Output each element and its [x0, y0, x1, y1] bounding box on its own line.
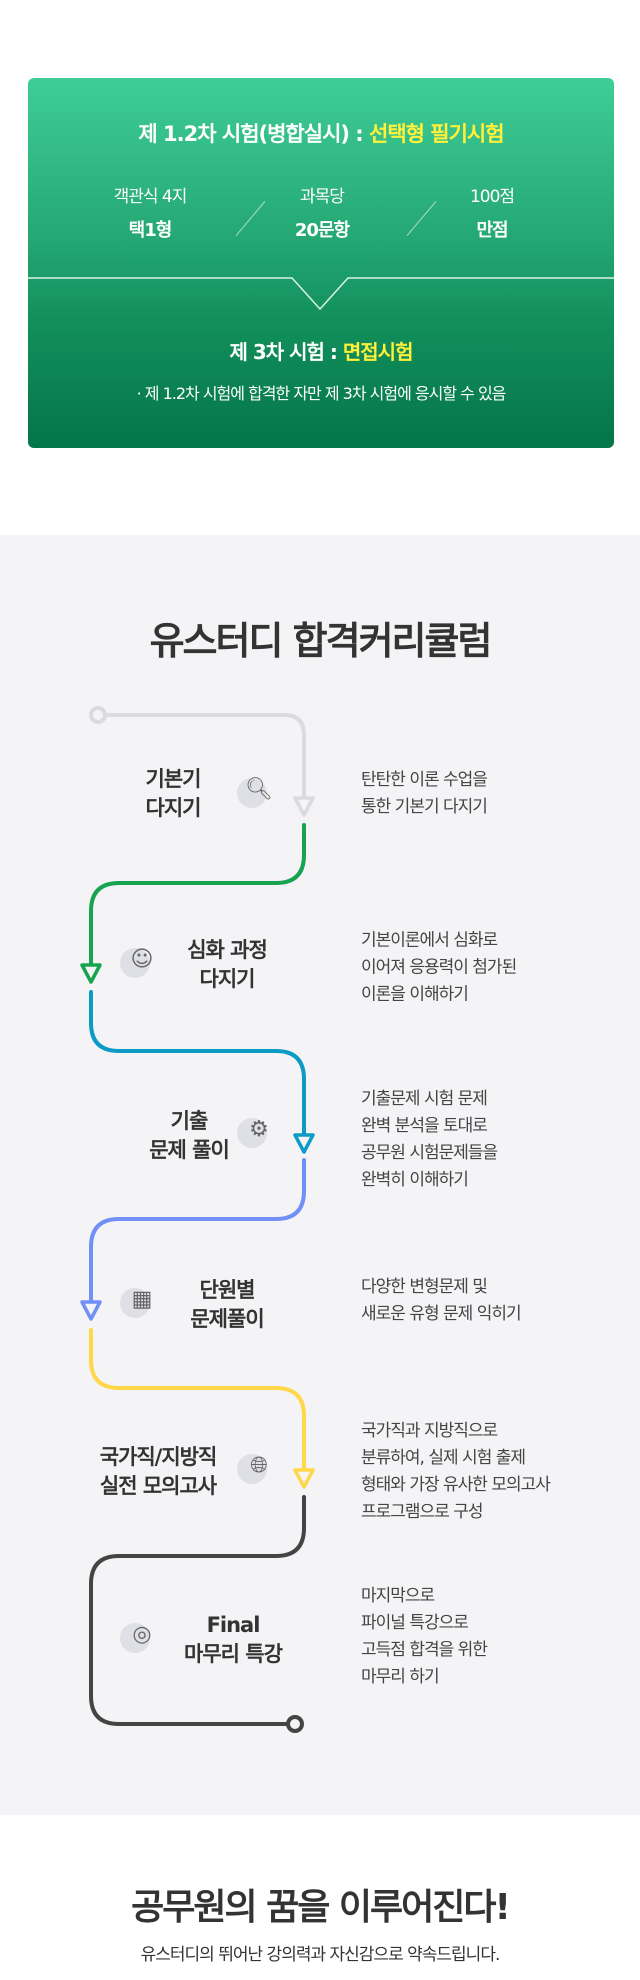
stage3-title: 제 3차 시험 : 면접시험	[28, 336, 614, 365]
gear-icon: ⚙	[237, 1114, 275, 1148]
step-desc-5: 국가직과 지방직으로 분류하여, 실제 시험 출제 형태와 가장 유사한 모의고…	[361, 1421, 551, 1522]
step-label-1: 기본기 다지기	[145, 767, 202, 820]
step-label-5: 국가직/지방직 실전 모의고사	[99, 1445, 218, 1498]
stat-top: 100점	[469, 187, 515, 207]
step-label-6: Final 마무리 특강	[184, 1613, 283, 1666]
path-segment-6	[89, 1495, 306, 1726]
step-label-2: 심화 과정 다지기	[187, 938, 268, 991]
curriculum-section	[0, 535, 640, 1815]
step-desc-1: 탄탄한 이론 수업을 통한 기본기 다지기	[361, 770, 488, 817]
stage1-highlight: 선택형 필기시험	[369, 122, 505, 146]
curriculum-title: 유스터디 합격커리큘럼	[149, 619, 493, 663]
arrow-down-2	[80, 963, 102, 984]
path-segment-3	[89, 990, 306, 1137]
step-desc-4: 다양한 변형문제 및 새로운 유형 문제 익히기	[361, 1277, 522, 1324]
footer-title: 공무원의 꿈을 이루어진다!	[131, 1887, 511, 1928]
stat-questions: 과목당 20문항	[252, 180, 392, 248]
stat-bottom: 20문항	[294, 220, 350, 241]
stage1-prefix: 제 1.2차 시험(병합실시) :	[138, 122, 370, 146]
notch-divider	[28, 277, 614, 311]
stat-bottom: 택1형	[128, 220, 173, 241]
arrow-down-1	[293, 796, 315, 817]
step-label-4: 단원별 문제풀이	[190, 1278, 264, 1331]
arrow-down-5	[293, 1468, 315, 1489]
stage3-highlight: 면접시험	[342, 340, 414, 364]
stat-top: 객관식 4지	[113, 187, 188, 207]
path-segment-1	[96, 713, 306, 802]
path-segment-4	[89, 1158, 306, 1304]
stat-top: 과목당	[300, 187, 345, 207]
globe-icon: 🌐︎	[237, 1450, 275, 1484]
stage3-prefix: 제 3차 시험 :	[229, 340, 343, 364]
stage1-title: 제 1.2차 시험(병합실시) : 선택형 필기시험	[28, 118, 614, 148]
step-desc-3: 기출문제 시험 문제 완벽 분석을 토대로 공무원 시험문제들을 완벽히 이해하…	[361, 1089, 498, 1190]
target-icon: ◎	[120, 1619, 158, 1653]
person-icon: ☺	[120, 944, 158, 978]
path-segment-5	[89, 1328, 306, 1472]
arrow-down-3	[293, 1133, 315, 1154]
end-dot	[286, 1715, 304, 1733]
magnifier-icon: 🔍︎	[237, 774, 275, 808]
step-desc-6: 마지막으로 파이널 특강으로 고득점 합격을 위한 마무리 하기	[361, 1586, 488, 1687]
arrow-down-4	[80, 1300, 102, 1321]
path-segment-2	[89, 823, 306, 967]
stat-bottom: 만점	[476, 220, 508, 241]
start-dot	[89, 706, 107, 724]
calendar-icon: ▦	[120, 1284, 158, 1318]
footer-subtitle: 유스터디의 뛰어난 강의력과 자신감으로 약속드립니다.	[140, 1945, 501, 1965]
step-desc-2: 기본이론에서 심화로 이어져 응용력이 첨가된 이론을 이해하기	[361, 930, 517, 1005]
step-label-3: 기출 문제 풀이	[149, 1109, 230, 1162]
stage3-note: · 제 1.2차 시험에 합격한 자만 제 3차 시험에 응시할 수 있음	[136, 384, 507, 403]
